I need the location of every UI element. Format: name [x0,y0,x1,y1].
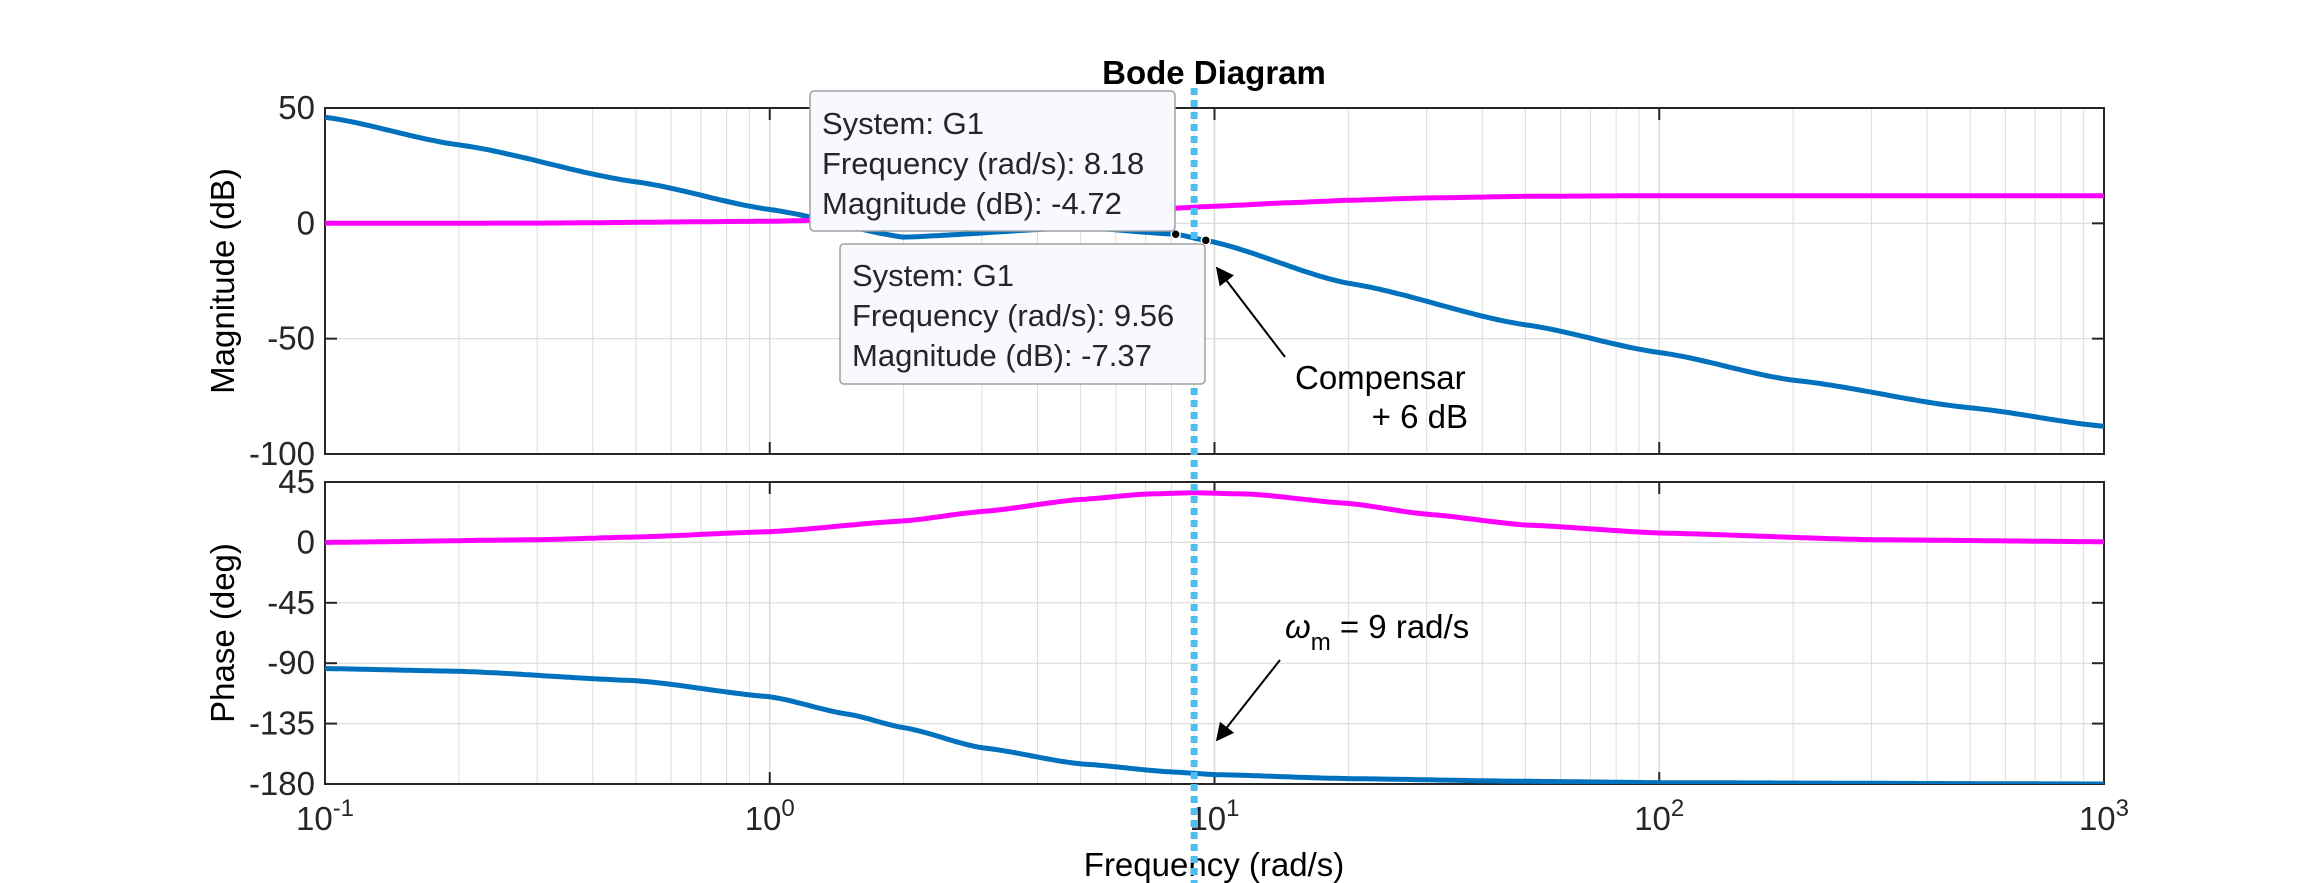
y-tick-label: 0 [297,204,315,241]
y-tick-label: -100 [249,435,315,472]
magnitude-series-plant [325,114,2104,429]
x-tick-label: 103 [2079,795,2129,837]
y-tick-label: -180 [249,765,315,802]
annotation-line-1: Compensar [1295,359,1466,396]
datatip-9-56[interactable]: System: G1 Frequency (rad/s): 9.56 Magni… [839,243,1206,385]
datatip-8-18[interactable]: System: G1 Frequency (rad/s): 8.18 Magni… [809,90,1176,232]
datatip-system: System: G1 [852,258,1014,293]
x-tick-label: 102 [1634,795,1684,837]
omega-subscript: m [1311,629,1331,656]
datatip-box [839,243,1206,385]
annotation-omega-m: ωm = 9 rad/s [1215,608,1469,742]
datatip-system: System: G1 [822,106,984,141]
magnitude-grid [325,108,2104,454]
datatip-point[interactable] [1200,235,1212,246]
y-tick-label: -50 [267,320,315,357]
magnitude-y-label: Magnitude (dB) [204,168,241,394]
y-tick-label: 50 [278,89,315,126]
y-tick-label: -90 [267,644,315,681]
phase-y-ticks: 45 0 -45 -90 -135 -180 [249,463,2105,802]
annotation-line-2: + 6 dB [1372,398,1468,435]
phase-series-compensator [325,490,2104,545]
magnitude-y-ticks: 50 0 -50 -100 [249,89,2105,472]
y-tick-label: 0 [297,523,315,560]
annotation-arrow [1215,659,1281,742]
magnitude-series [325,114,2104,429]
datatip-magnitude: Magnitude (dB): -4.72 [822,186,1122,221]
datatip-magnitude: Magnitude (dB): -7.37 [852,338,1152,373]
datatip-box [809,90,1176,232]
y-tick-label: 45 [278,463,315,500]
phase-panel: 45 0 -45 -90 -135 -180 Phase (deg) [204,463,2105,802]
omega-value: = 9 rad/s [1331,608,1470,645]
annotation-arrow [1215,266,1286,358]
phase-series [325,490,2104,784]
magnitude-series-compensator [325,193,2104,226]
phase-y-label: Phase (deg) [204,543,241,723]
datatip-frequency: Frequency (rad/s): 8.18 [822,146,1144,181]
datatip-points [1170,228,1212,246]
x-tick-label: 100 [745,795,795,837]
y-tick-label: -45 [267,584,315,621]
frequency-x-ticks: 10-1 100 101 102 103 [296,795,2129,837]
chart-title: Bode Diagram [1102,54,1326,91]
datatip-frequency: Frequency (rad/s): 9.56 [852,298,1174,333]
phase-series-plant [325,666,2104,784]
annotation-compensar: Compensar + 6 dB [1215,266,1468,435]
datatip-point[interactable] [1170,228,1181,240]
omega-symbol: ω [1285,608,1311,645]
y-tick-label: -135 [249,705,315,742]
annotation-omega-text: ωm = 9 rad/s [1285,608,1469,656]
x-axis-label: Frequency (rad/s) [1084,846,1344,883]
x-tick-label: 10-1 [296,795,354,837]
x-tick-label: 101 [1189,795,1239,837]
phase-grid [325,482,2104,784]
